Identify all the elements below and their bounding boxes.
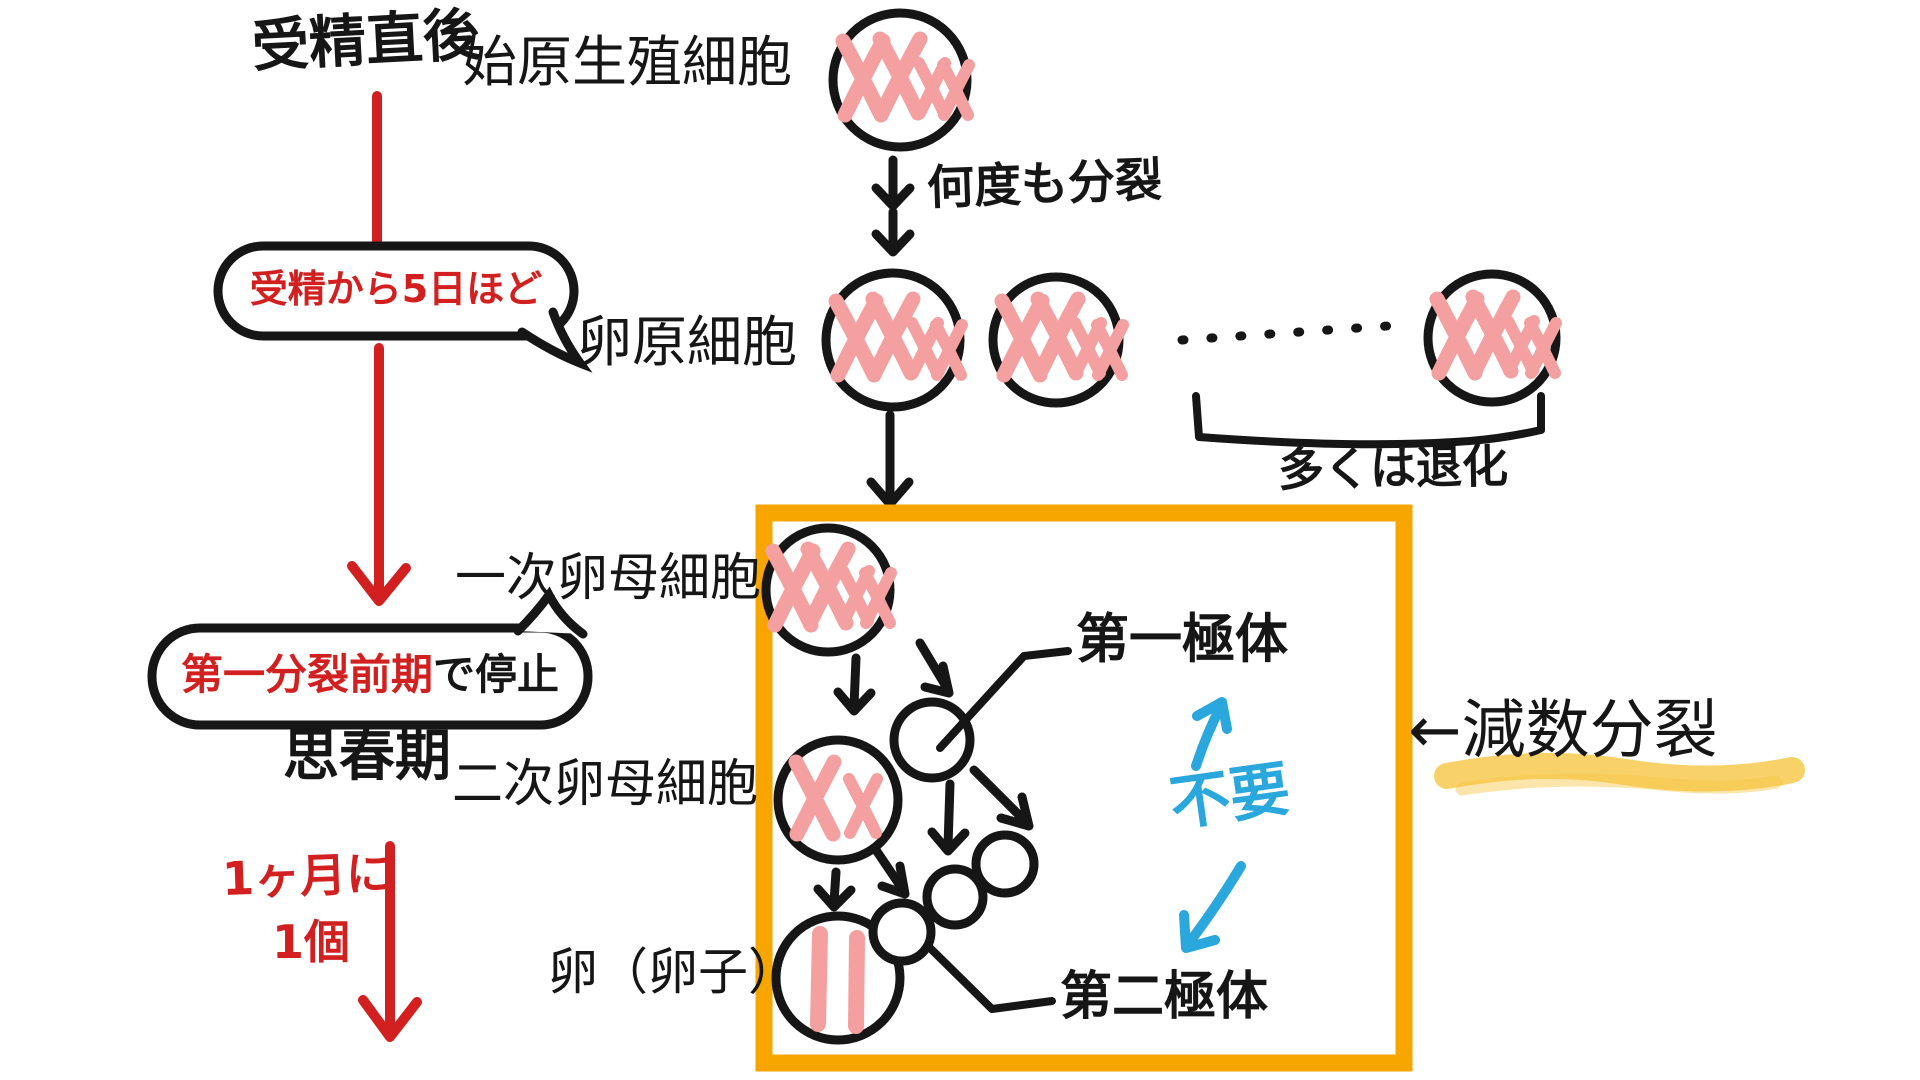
polar-body-small-2 <box>922 864 988 930</box>
primary-oocyte-label: 一次卵母細胞 <box>455 549 762 608</box>
division-arrows <box>866 155 915 509</box>
once-per-month-line1: 1ヶ月に <box>221 846 393 906</box>
primary-oocyte-cell <box>761 523 897 657</box>
yellow-highlight <box>1434 752 1805 796</box>
primordial-germ-cell <box>828 8 975 152</box>
meiosis-box <box>755 504 1413 1072</box>
speech-bubble-five-days <box>213 241 593 373</box>
bubble-tail <box>513 586 588 639</box>
bubble-arrest-black-part: で停止 <box>433 650 560 700</box>
chromosomes-xxxx <box>828 291 968 383</box>
first-polar-body-label: 第一極体 <box>1076 609 1288 670</box>
secondary-oocyte-cell <box>773 735 903 865</box>
up-arrow <box>1191 697 1232 771</box>
red-timeline <box>347 91 422 1042</box>
down-arrow <box>813 867 856 912</box>
once-per-month-line2: 1個 <box>272 915 351 969</box>
second-polar-body-cell <box>868 898 936 966</box>
blue-annotation-arrows <box>1179 697 1246 953</box>
down-arrow <box>927 779 970 856</box>
polar-body-small-3 <box>971 830 1039 898</box>
second-polar-body-connector <box>924 942 1056 1013</box>
divides-many-times-label: 何度も分裂 <box>926 152 1163 217</box>
unnecessary-label: 不要 <box>1165 753 1295 841</box>
down-arrow <box>833 653 876 716</box>
oogonium-cell-3 <box>1423 269 1562 407</box>
egg-cell <box>771 911 905 1045</box>
meiosis-1-arrows <box>833 638 954 716</box>
bubble-tail <box>517 307 593 373</box>
diagonal-arrow <box>915 638 954 698</box>
dotted-line <box>1177 320 1407 345</box>
puberty-label: 思春期 <box>283 724 451 789</box>
second-polar-body-label: 第二極体 <box>1060 967 1269 1027</box>
meiosis-2-arrows <box>813 765 1034 912</box>
speech-bubble-arrest <box>147 586 593 730</box>
label-connectors <box>924 647 1072 1013</box>
oogonium-cell-1 <box>821 268 968 412</box>
bubble-arrest-label: 第一分裂前期で停止 <box>152 626 588 725</box>
oogonia-row-extras <box>1177 320 1545 449</box>
meiosis-label: ←減数分裂 <box>1408 694 1718 768</box>
diagonal-arrow <box>969 765 1034 831</box>
down-arrow <box>1179 861 1246 953</box>
chromosomes-xxxx <box>765 541 897 633</box>
oogonium-cell-2 <box>988 272 1129 408</box>
chromosomes-xxxx <box>835 31 975 123</box>
first-polar-body-cell <box>889 697 975 783</box>
secondary-oocyte-label: 二次卵母細胞 <box>452 755 759 814</box>
chromosomes-xxxx <box>1429 289 1562 381</box>
chromosomes-xxxx <box>994 291 1129 383</box>
diagonal-arrow <box>871 845 910 899</box>
stage-top-label: 受精直後 <box>250 2 482 80</box>
egg-label: 卵（卵子） <box>548 943 798 1001</box>
bubble-five-days-label: 受精から5日ほど <box>249 267 543 312</box>
first-polar-body-connector <box>936 647 1072 752</box>
oogonium-label: 卵原細胞 <box>577 310 798 374</box>
chromosomes-xx <box>788 754 883 842</box>
down-arrow <box>871 207 915 257</box>
bubble-arrest-red-part: 第一分裂前期 <box>180 650 433 700</box>
down-arrow <box>866 410 914 509</box>
red-arrow-mid-head <box>347 561 411 606</box>
red-arrow-bottom-head <box>358 995 422 1042</box>
primordial-germ-cell-label: 始原生殖細胞 <box>462 30 793 94</box>
degenerate-bracket <box>1192 392 1545 449</box>
chromatids-ii <box>810 926 865 1034</box>
down-arrow <box>871 155 915 211</box>
mostly-degenerate-label: 多くは退化 <box>1277 438 1509 498</box>
